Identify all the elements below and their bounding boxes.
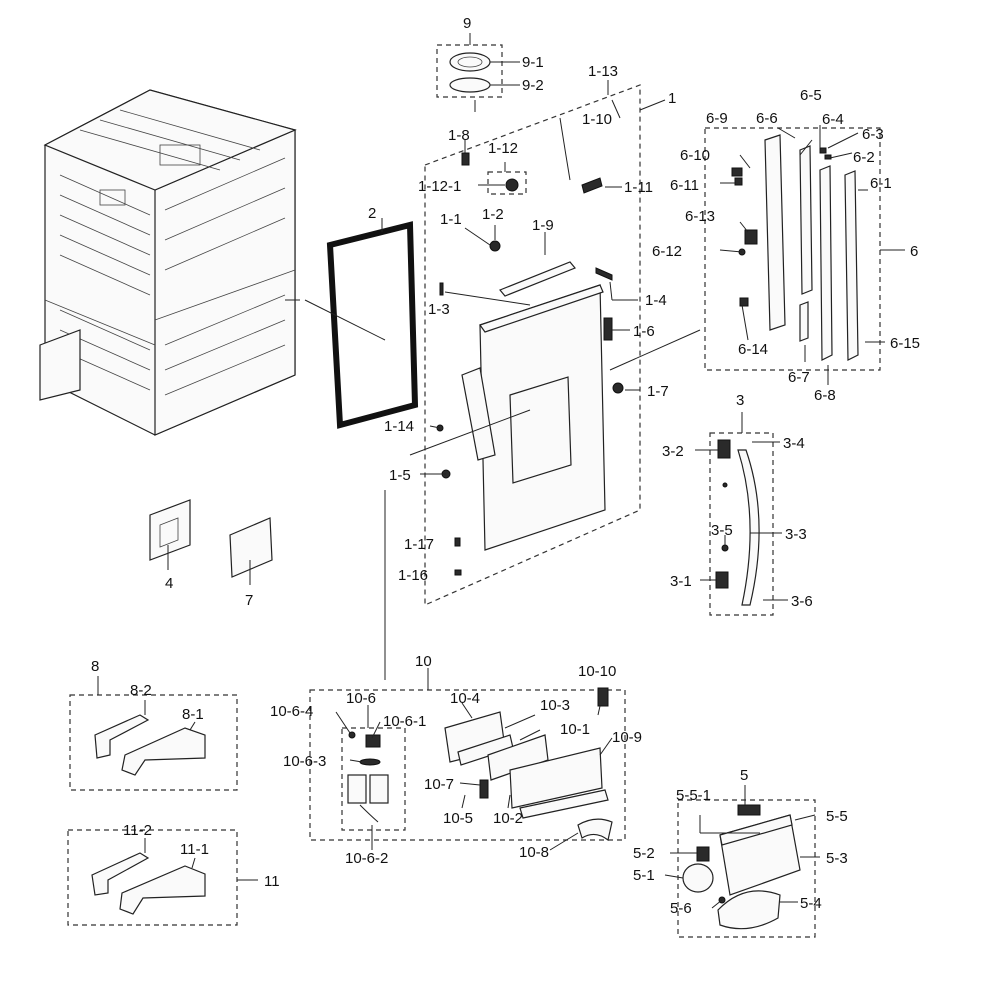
- label-1-13: 1-13: [588, 63, 618, 80]
- label-1-10: 1-10: [582, 111, 612, 128]
- part-9-group: [436, 44, 503, 98]
- cabinet: [39, 89, 297, 436]
- label-10-5: 10-5: [443, 810, 473, 827]
- part-10-group: [309, 687, 626, 842]
- label-6-5: 6-5: [800, 87, 822, 104]
- label-1-5: 1-5: [389, 467, 411, 484]
- label-1: 1: [668, 90, 676, 107]
- label-3-5: 3-5: [711, 522, 733, 539]
- label-3-6: 3-6: [791, 593, 813, 610]
- label-10-1: 10-1: [560, 721, 590, 738]
- label-3-2: 3-2: [662, 443, 684, 460]
- label-5: 5: [740, 767, 748, 784]
- label-5-3: 5-3: [826, 850, 848, 867]
- label-1-9: 1-9: [532, 217, 554, 234]
- label-5-1: 5-1: [633, 867, 655, 884]
- label-6-7: 6-7: [788, 369, 810, 386]
- label-9-1: 9-1: [522, 54, 544, 71]
- label-1-14: 1-14: [384, 418, 414, 435]
- label-6-1: 6-1: [870, 175, 892, 192]
- label-1-2: 1-2: [482, 206, 504, 223]
- label-5-6: 5-6: [670, 900, 692, 917]
- part-5-group: [677, 799, 816, 938]
- label-4: 4: [165, 575, 173, 592]
- label-8: 8: [91, 658, 99, 675]
- label-11-2: 11-2: [123, 822, 152, 839]
- label-5-4: 5-4: [800, 895, 822, 912]
- label-1-12: 1-12: [488, 140, 518, 157]
- label-1-11: 1-11: [624, 179, 653, 196]
- label-9-2: 9-2: [522, 77, 544, 94]
- part-8-group: [69, 694, 238, 791]
- label-5-5: 5-5: [826, 808, 848, 825]
- part-labels: 9 9-1 9-2 1-13 1 1-10 1-8 1-12 1-12-1 1-…: [91, 15, 920, 917]
- label-1-17: 1-17: [404, 536, 434, 553]
- label-10-6-2: 10-6-2: [345, 850, 388, 867]
- label-10-2: 10-2: [493, 810, 523, 827]
- label-1-1: 1-1: [440, 211, 462, 228]
- label-10-6-1: 10-6-1: [383, 713, 426, 730]
- label-6-14: 6-14: [738, 341, 768, 358]
- label-10-3: 10-3: [540, 697, 570, 714]
- part-7-cover: [229, 517, 273, 578]
- part-1-door-assembly: [424, 84, 641, 606]
- label-10-10: 10-10: [578, 663, 616, 680]
- label-10-8: 10-8: [519, 844, 549, 861]
- label-6-10: 6-10: [680, 147, 710, 164]
- label-6-6: 6-6: [756, 110, 778, 127]
- label-10-4: 10-4: [450, 690, 480, 707]
- label-11-1: 11-1: [180, 841, 209, 858]
- label-1-7: 1-7: [647, 383, 669, 400]
- label-6-9: 6-9: [706, 110, 728, 127]
- label-10-6-3: 10-6-3: [283, 753, 326, 770]
- label-11: 11: [264, 873, 280, 890]
- label-10-6-4: 10-6-4: [270, 703, 313, 720]
- label-8-2: 8-2: [130, 682, 152, 699]
- leader-lines: [97, 33, 905, 909]
- label-6-13: 6-13: [685, 208, 715, 225]
- label-6-8: 6-8: [814, 387, 836, 404]
- label-6-11: 6-11: [670, 177, 699, 194]
- label-1-12-1: 1-12-1: [418, 178, 461, 195]
- label-6: 6: [910, 243, 918, 260]
- label-7: 7: [245, 592, 253, 609]
- label-1-8: 1-8: [448, 127, 470, 144]
- label-5-2: 5-2: [633, 845, 655, 862]
- label-3-3: 3-3: [785, 526, 807, 543]
- label-6-12: 6-12: [652, 243, 682, 260]
- label-1-6: 1-6: [633, 323, 655, 340]
- part-4-bracket: [149, 499, 191, 561]
- label-6-4: 6-4: [822, 111, 844, 128]
- label-1-3: 1-3: [428, 301, 450, 318]
- part-11-group: [67, 829, 238, 926]
- label-3-4: 3-4: [783, 435, 805, 452]
- label-1-4: 1-4: [645, 292, 667, 309]
- label-10-7: 10-7: [424, 776, 454, 793]
- label-6-2: 6-2: [853, 149, 875, 166]
- label-1-16: 1-16: [398, 567, 428, 584]
- label-2: 2: [368, 205, 376, 222]
- label-5-5-1: 5-5-1: [676, 787, 711, 804]
- label-10-6: 10-6: [346, 690, 376, 707]
- label-8-1: 8-1: [182, 706, 204, 723]
- label-6-15: 6-15: [890, 335, 920, 352]
- label-9: 9: [463, 15, 471, 32]
- label-6-3: 6-3: [862, 126, 884, 143]
- label-3: 3: [736, 392, 744, 409]
- label-10-9: 10-9: [612, 729, 642, 746]
- label-3-1: 3-1: [670, 573, 692, 590]
- label-10: 10: [415, 653, 432, 670]
- door-gasket: [326, 221, 419, 429]
